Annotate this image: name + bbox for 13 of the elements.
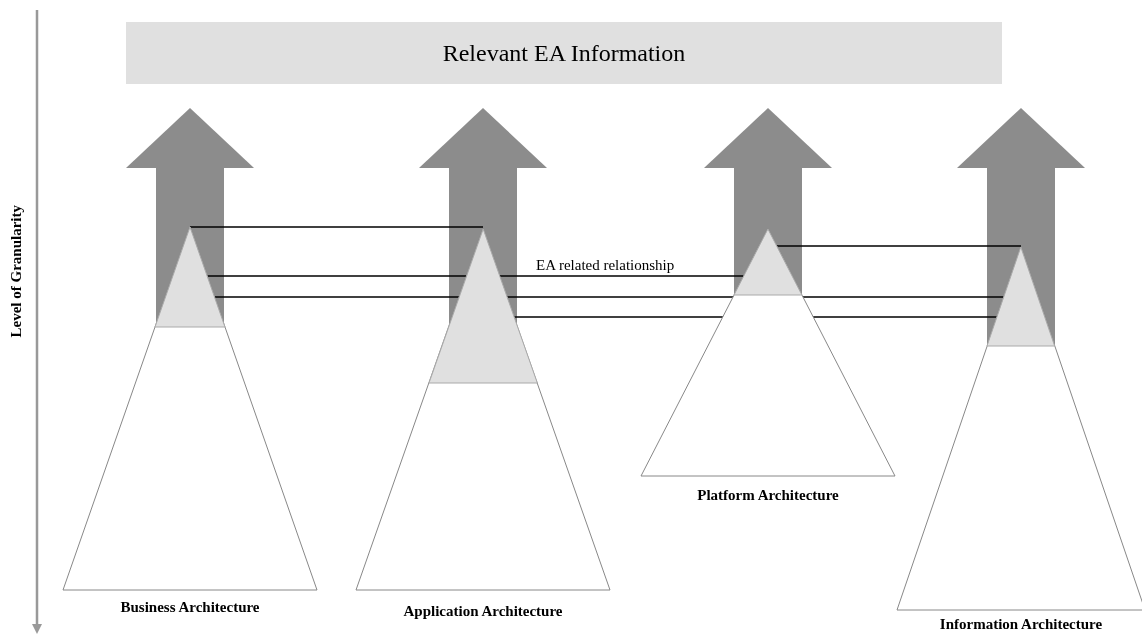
relationship-line (775, 245, 1022, 247)
relationship-line (498, 275, 745, 277)
block-arrow (957, 108, 1085, 346)
architecture-label: Application Architecture (403, 602, 563, 620)
block-arrow (704, 108, 832, 295)
architecture-label: Platform Architecture (697, 486, 839, 504)
relationship-line (206, 275, 468, 277)
architecture-label: Information Architecture (939, 615, 1103, 633)
relationship-line (213, 296, 460, 298)
relationship-line (189, 226, 484, 228)
banner-box: Relevant EA Information (126, 22, 1002, 84)
architecture-label: Business Architecture (120, 598, 260, 616)
axis-label: Level of Granularity (8, 205, 25, 338)
